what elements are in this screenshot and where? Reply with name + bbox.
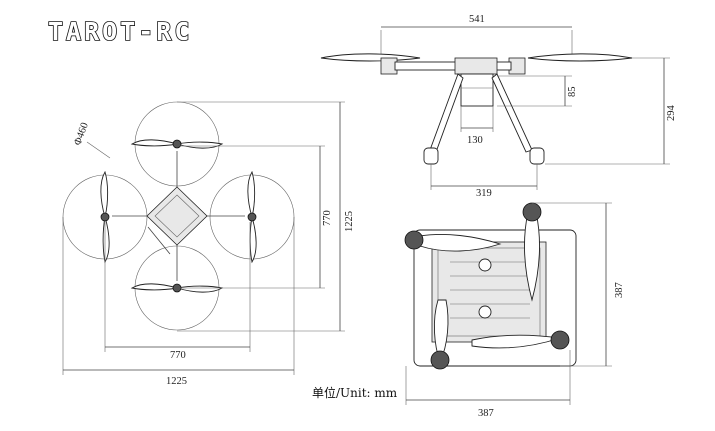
dim-1225-horizontal: 1225 <box>166 376 187 387</box>
folded-motor-3 <box>430 350 450 370</box>
folded-motor-1 <box>404 230 424 250</box>
side-propeller-right <box>527 53 633 62</box>
dim-770-horizontal: 770 <box>170 350 186 361</box>
side-arms <box>394 61 512 71</box>
top-view: Φ460 770 1225 770 1225 <box>62 101 355 387</box>
side-propeller-left <box>320 53 421 62</box>
side-view: 541 85 294 130 <box>320 14 677 199</box>
propeller-diameter-label: Φ460 <box>72 121 90 147</box>
dim-770-vertical: 770 <box>322 210 333 226</box>
landing-foot-right <box>529 147 545 165</box>
folded-prop-right <box>524 211 540 302</box>
landing-foot-left <box>423 147 439 165</box>
dim-85: 85 <box>567 87 578 98</box>
side-battery-frame <box>460 73 494 107</box>
propeller-left <box>100 170 110 264</box>
dim-319: 319 <box>476 188 492 199</box>
side-body <box>454 57 498 75</box>
tarot-rc-logo: TAROT-RC <box>48 17 192 46</box>
propeller-right <box>247 170 257 264</box>
folded-view: 387 387 <box>404 202 625 419</box>
propeller-bottom <box>130 283 224 293</box>
folded-prop-top <box>419 234 502 252</box>
folded-motor-2 <box>522 202 542 222</box>
propeller-top <box>130 139 224 149</box>
landing-leg-left <box>429 73 464 153</box>
dim-1225-vertical: 1225 <box>344 211 355 232</box>
dim-294: 294 <box>666 105 677 122</box>
dim-130: 130 <box>467 135 483 146</box>
dim-387-vertical: 387 <box>614 282 625 298</box>
dim-541: 541 <box>469 14 485 25</box>
folded-motor-4 <box>550 330 570 350</box>
dim-387-horizontal: 387 <box>478 408 494 419</box>
landing-leg-right <box>491 73 533 153</box>
center-plate <box>146 186 208 246</box>
unit-label: 单位/Unit: mm <box>312 385 398 400</box>
landing-skid <box>147 226 171 255</box>
